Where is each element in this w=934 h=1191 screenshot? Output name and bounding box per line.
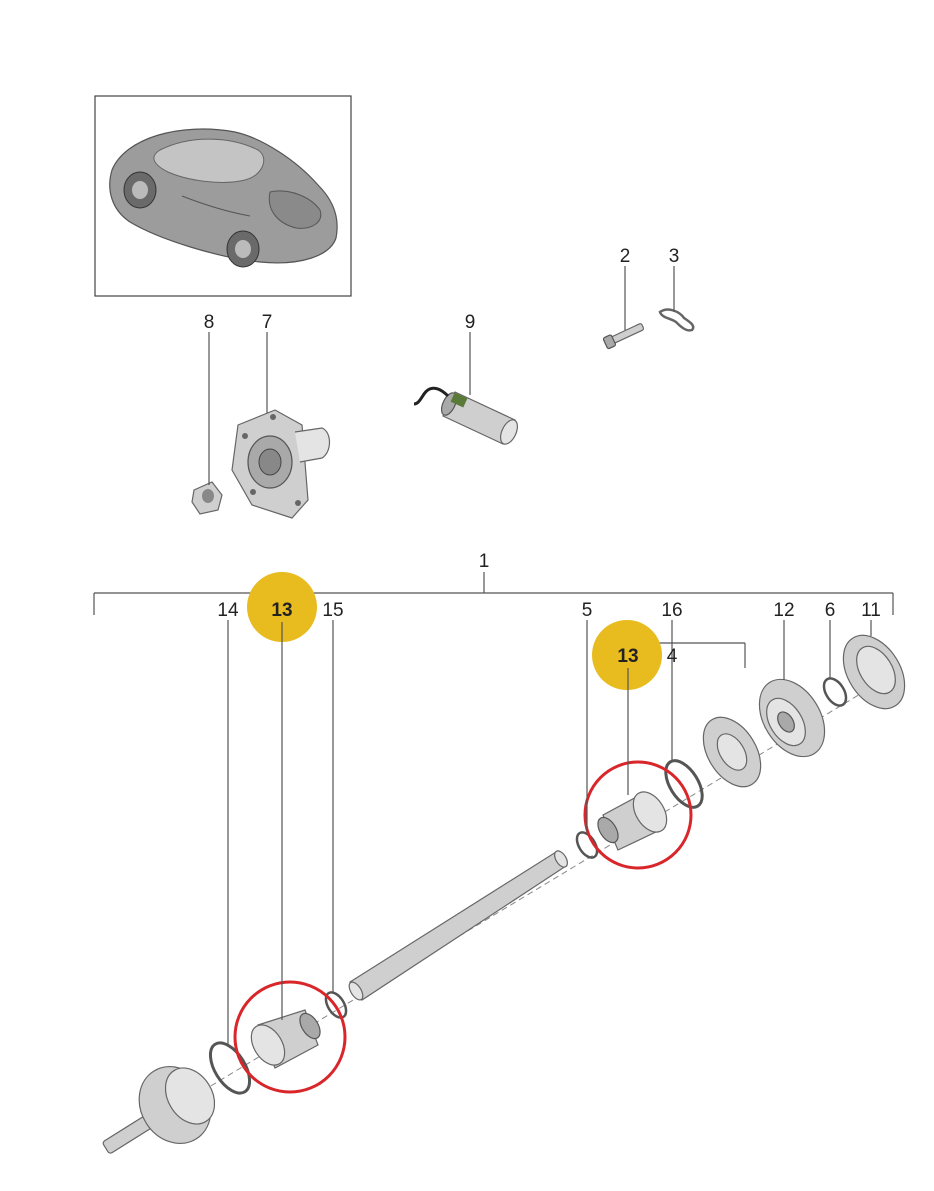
highlight-dot-13-left (247, 572, 317, 642)
part-cap (842, 634, 906, 710)
part-flange (231, 409, 331, 519)
part-inner-cv-joint (758, 678, 826, 758)
callout-9: 9 (465, 312, 476, 333)
part-clamp-ring-14 (208, 1041, 252, 1095)
callout-6: 6 (825, 600, 836, 621)
callout-15: 15 (322, 600, 343, 621)
part-boot-upper (597, 791, 668, 851)
callout-5: 5 (582, 600, 593, 621)
part-circlip (822, 677, 848, 707)
callout-3: 3 (669, 246, 680, 267)
assembly-bracket (93, 572, 894, 615)
part-clip (658, 308, 695, 332)
part-boot-lower (250, 1009, 321, 1069)
part-clamp-ring-5 (575, 831, 599, 859)
part-nut (191, 481, 223, 515)
callout-12: 12 (773, 600, 794, 621)
part-grease-tube (413, 386, 518, 445)
callout-16: 16 (661, 600, 682, 621)
highlight-ring-upper-boot (583, 760, 693, 870)
callout-2: 2 (620, 246, 631, 267)
part-bolt (602, 323, 645, 350)
highlight-ring-lower-boot (233, 980, 347, 1094)
part-clamp-ring-16 (664, 759, 704, 809)
callout-11: 11 (861, 600, 881, 621)
callout-8: 8 (204, 312, 215, 333)
driveshaft-assembly (102, 634, 906, 1154)
car-illustration (109, 128, 338, 268)
part-shaft (348, 850, 568, 1001)
callout-13-right: 13 (617, 646, 638, 667)
callout-13-left: 13 (271, 600, 292, 621)
callout-1: 1 (479, 551, 490, 572)
callout-labels: 2 3 8 7 9 1 14 13 15 5 16 12 6 11 13 4 (204, 246, 881, 667)
highlight-dot-13-right (592, 620, 662, 690)
leader-lines (208, 266, 872, 1046)
vehicle-thumbnail (94, 95, 352, 297)
callout-7: 7 (262, 312, 273, 333)
part-outer-cv-joint (102, 1065, 216, 1154)
part-cover (702, 716, 762, 788)
part-clamp-ring-15 (324, 991, 348, 1019)
callout-14: 14 (217, 600, 239, 621)
callout-4: 4 (667, 646, 678, 667)
